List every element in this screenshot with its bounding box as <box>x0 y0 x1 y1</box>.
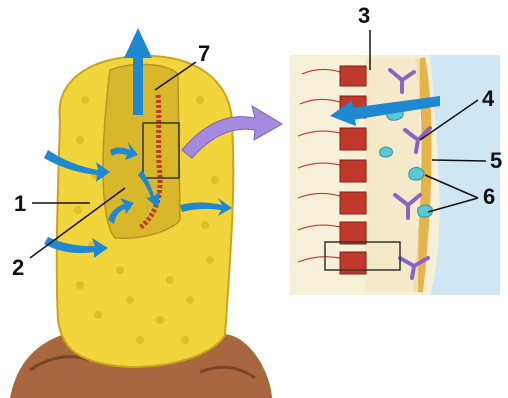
label-3: 3 <box>358 5 370 27</box>
label-4: 4 <box>482 88 494 110</box>
collar-cells <box>340 66 366 274</box>
label-2: 2 <box>12 257 24 279</box>
label-5: 5 <box>490 150 502 172</box>
label-7: 7 <box>198 43 210 65</box>
label-1: 1 <box>14 193 26 215</box>
enlarged-wall-panel <box>290 55 500 295</box>
label-6: 6 <box>483 186 495 208</box>
